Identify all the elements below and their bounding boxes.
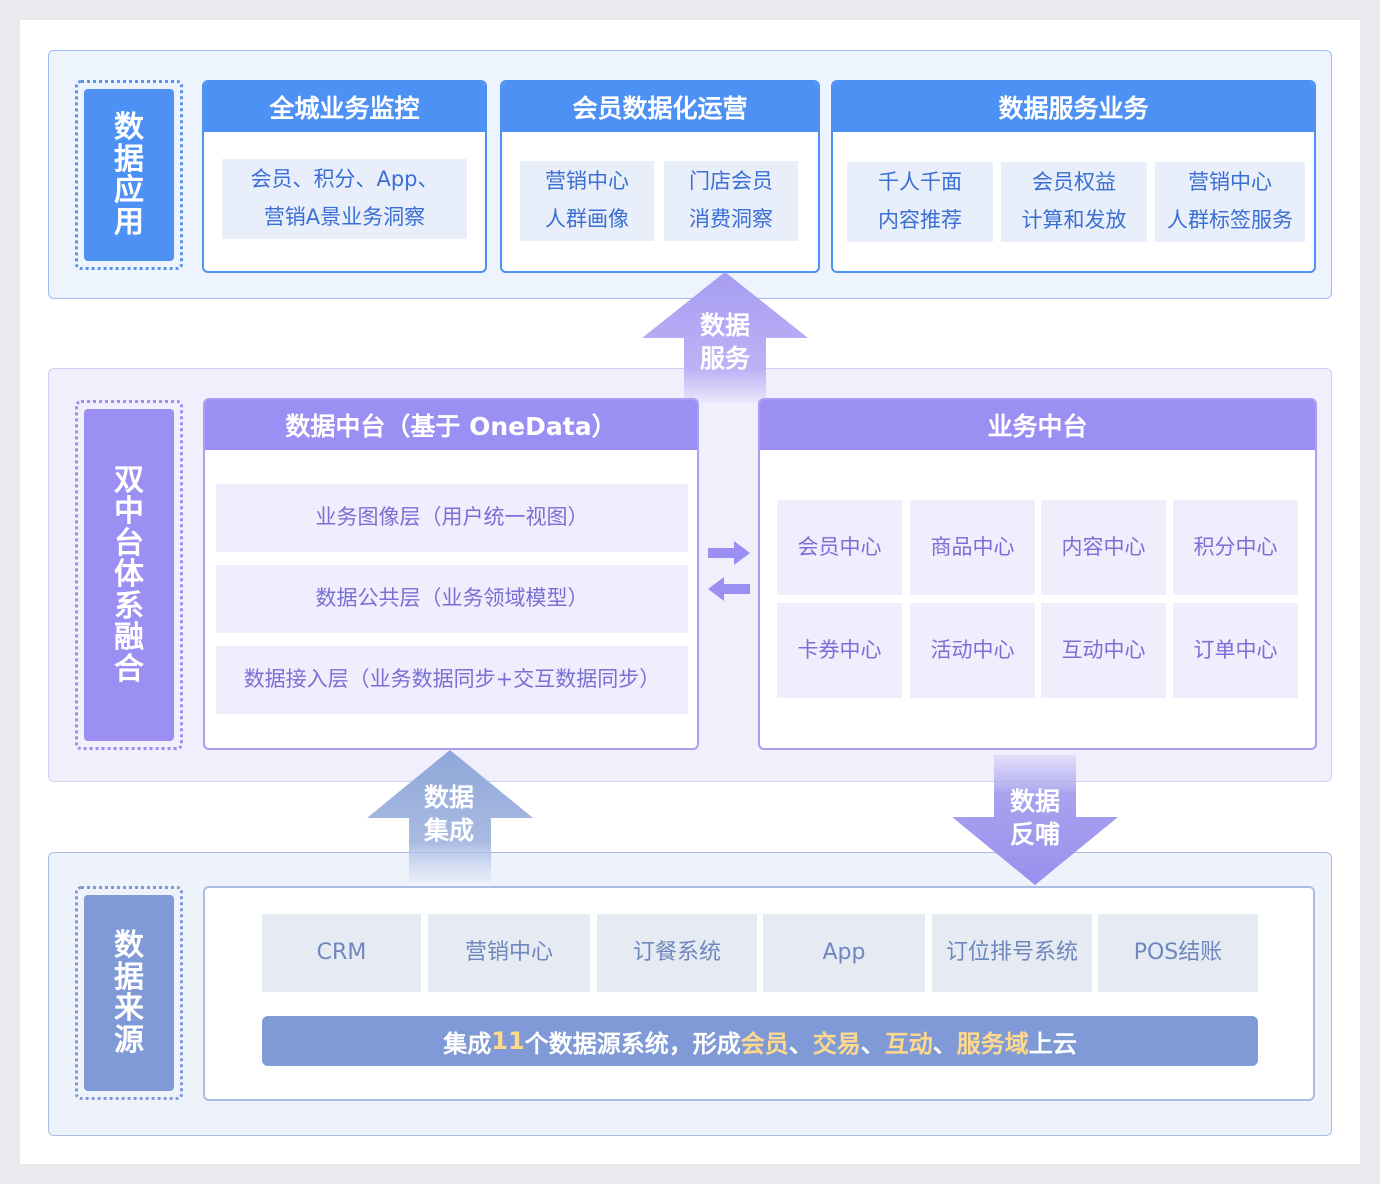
card-title: 全城业务监控 <box>204 82 485 132</box>
card-member-operations: 会员数据化运营 营销中心人群画像 门店会员消费洞察 <box>500 80 820 273</box>
arrow-label-data-feedback: 数据反哺 <box>1009 787 1060 849</box>
source-tile: App <box>763 914 925 992</box>
source-tile: 订位排号系统 <box>932 914 1092 992</box>
arrow-label-data-integration: 数据集成 <box>423 783 474 845</box>
tile-item: 会员权益计算和发放 <box>1001 162 1147 242</box>
center-tile: 互动中心 <box>1041 603 1166 698</box>
tile-item: 会员、积分、App、营销A景业务洞察 <box>222 159 467 239</box>
center-tile: 积分中心 <box>1173 500 1298 595</box>
arrow-data-feedback <box>952 755 1118 885</box>
card-title: 业务中台 <box>760 400 1315 450</box>
data-layer: 数据接入层（业务数据同步+交互数据同步） <box>216 646 688 714</box>
card-title: 数据服务业务 <box>833 82 1314 132</box>
card-title: 会员数据化运营 <box>502 82 818 132</box>
card-title: 数据中台（基于 OneData） <box>205 400 697 450</box>
center-tile: 活动中心 <box>910 603 1035 698</box>
tile-item: 营销中心人群标签服务 <box>1155 162 1305 242</box>
card-business-platform: 业务中台 会员中心 商品中心 内容中心 积分中心 卡券中心 活动中心 互动中心 … <box>758 398 1317 750</box>
layer-label-frame-app: 数据应用 <box>75 80 183 270</box>
tile-item: 营销中心人群画像 <box>520 161 654 241</box>
layer-label-source: 数据来源 <box>84 895 174 1091</box>
arrow-data-service <box>642 272 808 402</box>
arrow-right-icon <box>708 541 750 565</box>
card-city-monitoring: 全城业务监控 会员、积分、App、营销A景业务洞察 <box>202 80 487 273</box>
center-tile: 卡券中心 <box>777 603 902 698</box>
arrow-label-data-service: 数据服务 <box>699 311 750 373</box>
layer-label-frame-middle: 双中台体系融合 <box>75 400 183 750</box>
source-tile: 营销中心 <box>428 914 590 992</box>
data-layer: 业务图像层（用户统一视图） <box>216 484 688 552</box>
domain-highlight: 会员 <box>740 1029 789 1058</box>
arrow-data-integration <box>367 750 533 882</box>
domain-highlight: 交易 <box>812 1029 861 1058</box>
layer-label-app: 数据应用 <box>84 89 174 261</box>
count-highlight: 11 <box>491 1027 525 1055</box>
center-tile: 商品中心 <box>910 500 1035 595</box>
diagram-canvas: 数据应用 全城业务监控 会员、积分、App、营销A景业务洞察 会员数据化运营 营… <box>20 20 1360 1164</box>
center-tile: 内容中心 <box>1041 500 1166 595</box>
source-tile: CRM <box>262 914 421 992</box>
tile-item: 千人千面内容推荐 <box>847 162 993 242</box>
domain-highlight: 服务域 <box>956 1029 1029 1058</box>
card-data-platform: 数据中台（基于 OneData） 业务图像层（用户统一视图） 数据公共层（业务领… <box>203 398 699 750</box>
domain-highlight: 互动 <box>884 1029 933 1058</box>
arrow-left-icon <box>708 577 750 601</box>
center-tile: 会员中心 <box>777 500 902 595</box>
center-tile: 订单中心 <box>1173 603 1298 698</box>
source-tile: POS结账 <box>1098 914 1258 992</box>
card-data-services: 数据服务业务 千人千面内容推荐 会员权益计算和发放 营销中心人群标签服务 <box>831 80 1316 273</box>
layer-label-middle: 双中台体系融合 <box>84 409 174 741</box>
source-tile: 订餐系统 <box>597 914 757 992</box>
layer-label-frame-source: 数据来源 <box>75 886 183 1100</box>
tile-item: 门店会员消费洞察 <box>664 161 798 241</box>
data-layer: 数据公共层（业务领域模型） <box>216 565 688 633</box>
